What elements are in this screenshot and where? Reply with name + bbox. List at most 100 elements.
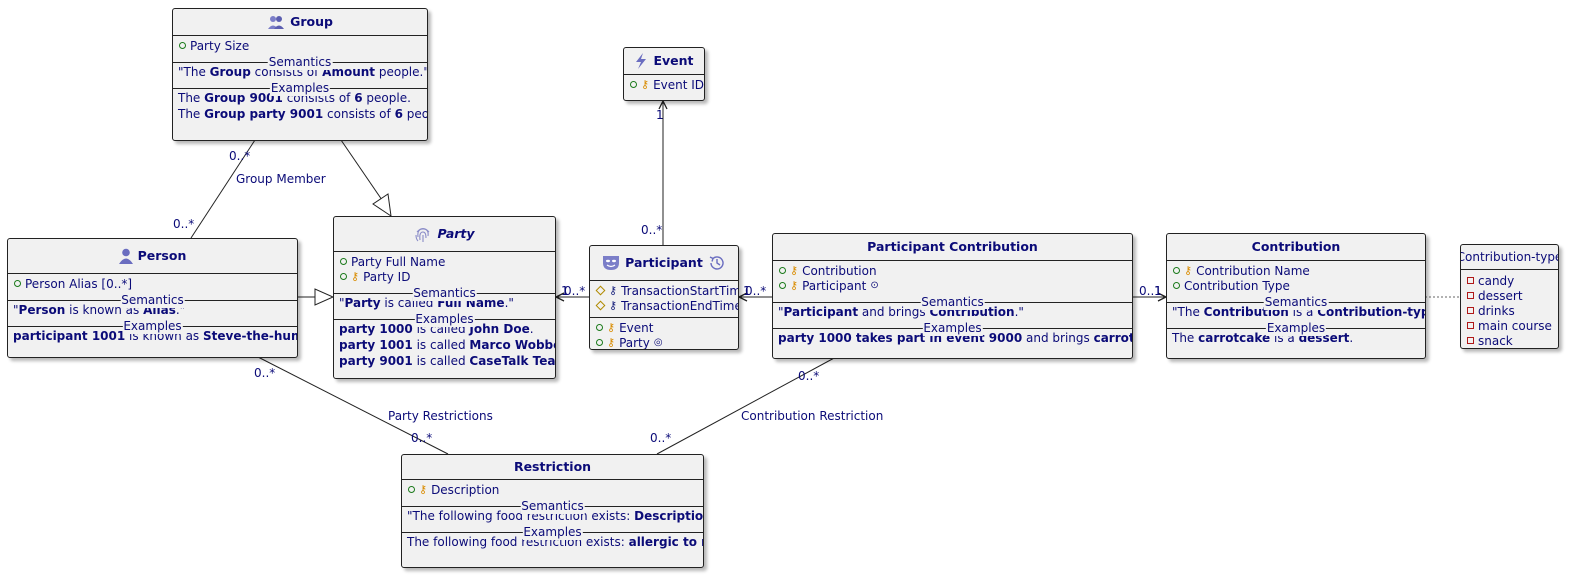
public-marker-icon <box>596 339 603 346</box>
attribute-name: Contribution Type <box>1184 278 1290 293</box>
party-example: party 1001 is called Marco Wobben. <box>339 338 555 352</box>
attribute-row: Party Size <box>179 38 421 53</box>
attribute-row: Person Alias [0..*] <box>14 276 291 291</box>
party-example: party 9001 is called CaseTalk Team. <box>339 354 556 368</box>
enum-value: dessert <box>1467 288 1552 303</box>
contribution-class[interactable]: Contribution ⚷Contribution Name Contribu… <box>1166 233 1426 359</box>
person-generalization-arrow <box>314 288 335 306</box>
attribute-name: Event <box>619 320 654 335</box>
protected-marker-icon <box>595 300 606 311</box>
restriction-header: Restriction <box>402 455 703 480</box>
party-header: Party <box>334 217 555 252</box>
key-icon: ⚷ <box>351 269 360 283</box>
contribution-header: Contribution <box>1167 234 1425 261</box>
clock-icon: ⊙ <box>870 279 879 291</box>
public-marker-icon <box>630 81 637 88</box>
examples-divider: Examples <box>773 321 1132 336</box>
public-marker-icon <box>1173 267 1180 274</box>
multiplicity-label: 0..* <box>641 223 663 237</box>
attribute-name: Party ID <box>363 269 411 284</box>
multiplicity-label: 1 <box>561 284 569 298</box>
attribute-row: ⚷Party ID <box>340 269 549 284</box>
participant-contribution-title: Participant Contribution <box>867 239 1038 254</box>
key-icon: ⚷ <box>607 320 616 334</box>
attribute-name: Event ID <box>653 77 705 92</box>
attribute-row: ⚷Event <box>596 320 732 335</box>
fingerprint-icon <box>415 227 430 242</box>
private-marker-icon <box>1467 337 1474 344</box>
person-class[interactable]: Person Person Alias [0..*] Semantics "Pe… <box>7 238 298 358</box>
party-restrictions-label: Party Restrictions <box>388 409 493 423</box>
event-class[interactable]: Event ⚷Event ID <box>623 47 705 101</box>
attribute-row: ⚷TransactionStartTime <box>595 283 738 298</box>
key-icon: ⚷ <box>609 298 618 312</box>
attribute-name: TransactionEndTime <box>621 298 739 313</box>
multiplicity-label: 0..* <box>411 431 433 445</box>
attribute-divider <box>590 317 738 318</box>
private-marker-icon <box>1467 322 1474 329</box>
participant-contribution-class[interactable]: Participant Contribution ⚷Contribution ⚷… <box>772 233 1133 359</box>
attribute-name: Contribution Name <box>1196 263 1310 278</box>
person-icon <box>118 248 133 264</box>
private-marker-icon <box>1467 292 1474 299</box>
private-marker-icon <box>1467 307 1474 314</box>
multiplicity-label: 0..* <box>229 149 251 163</box>
multiplicity-label: 1 <box>656 108 664 122</box>
attribute-name: Description <box>431 482 500 497</box>
participant-title: Participant <box>625 255 703 270</box>
public-marker-icon <box>340 258 347 265</box>
multiplicity-label: 0..1 <box>1139 284 1162 298</box>
semantics-divider: Semantics <box>402 499 703 514</box>
key-icon: ⚷ <box>609 283 618 297</box>
party-class[interactable]: Party Party Full Name ⚷Party ID Semantic… <box>333 216 556 379</box>
contribution-type-enum[interactable]: Contribution-type candy dessert drinks m… <box>1460 244 1559 349</box>
attribute-name: Party <box>619 335 650 350</box>
examples-divider: Examples <box>173 81 427 96</box>
group-title: Group <box>290 14 333 29</box>
group-example: The Group party 9001 consists of 6 peopl… <box>178 107 428 121</box>
attribute-row: ⚷Contribution <box>779 263 1126 278</box>
enum-value: candy <box>1467 273 1552 288</box>
attribute-row: ⚷Party◎ <box>596 335 732 350</box>
group-header: Group <box>173 9 427 36</box>
public-marker-icon <box>779 282 786 289</box>
examples-divider: Examples <box>334 312 555 327</box>
public-marker-icon <box>408 486 415 493</box>
attribute-row: ⚷Event ID <box>630 77 704 92</box>
attribute-row: ⚷Participant⊙ <box>779 278 1126 293</box>
mask-icon <box>603 256 620 270</box>
semantics-divider: Semantics <box>334 286 555 301</box>
participant-class[interactable]: Participant ⚷TransactionStartTime ⚷Trans… <box>589 245 739 350</box>
key-icon: ⚷ <box>790 263 799 277</box>
person-title: Person <box>137 248 187 263</box>
private-marker-icon <box>1467 277 1474 284</box>
restriction-class[interactable]: Restriction ⚷Description Semantics "The … <box>401 454 704 568</box>
event-title: Event <box>653 53 694 68</box>
contribution-restriction-line <box>656 356 837 455</box>
attribute-row: ⚷Description <box>408 482 697 497</box>
key-icon: ⚷ <box>419 482 428 496</box>
attribute-row: Party Full Name <box>340 254 549 269</box>
public-marker-icon <box>14 280 21 287</box>
examples-divider: Examples <box>1167 321 1425 336</box>
attribute-name: Party Full Name <box>351 254 446 269</box>
party-title: Party <box>437 226 475 241</box>
attribute-name: Participant <box>802 278 867 293</box>
multiplicity-label: 0..* <box>564 284 586 298</box>
group-generalization-arrow <box>372 193 392 218</box>
public-marker-icon <box>340 273 347 280</box>
key-icon: ⚷ <box>641 77 650 91</box>
attribute-row: ⚷Contribution Name <box>1173 263 1419 278</box>
key-icon: ⚷ <box>1184 263 1193 277</box>
public-marker-icon <box>1173 282 1180 289</box>
multiplicity-label: 0..* <box>798 369 820 383</box>
contribution-type-title: Contribution-type <box>1460 250 1559 264</box>
attribute-row: ⚷TransactionEndTime <box>595 298 738 313</box>
group-class[interactable]: Group Party Size Semantics "The Group co… <box>172 8 428 141</box>
semantics-divider: Semantics <box>8 293 297 308</box>
contribution-restriction-label: Contribution Restriction <box>741 409 884 423</box>
attribute-name: Person Alias [0..*] <box>25 276 133 291</box>
group-icon <box>268 16 285 29</box>
group-member-line <box>190 139 256 239</box>
